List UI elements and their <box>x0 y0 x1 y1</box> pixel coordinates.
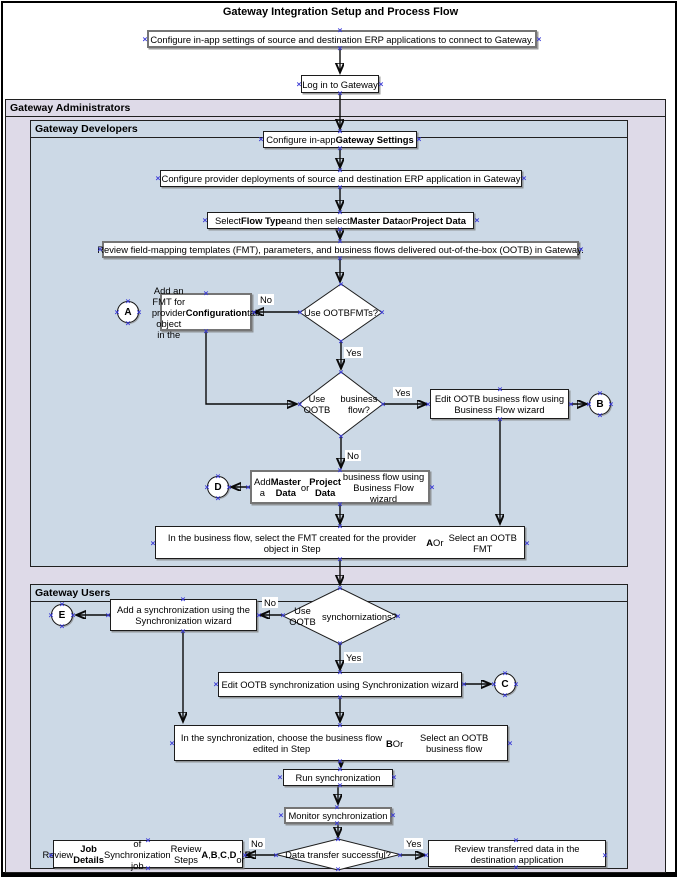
process-add-synchronization: Add a synchronization using the Synchron… <box>110 599 257 631</box>
branch-label-yes: Yes <box>404 838 424 849</box>
process-monitor-synchronization: Monitor synchronization <box>284 807 392 824</box>
branch-label-yes: Yes <box>393 387 413 398</box>
diamond-shape <box>283 588 397 644</box>
process-configure-erp-app-settings: Configure in-app settings of source and … <box>147 30 537 48</box>
diamond-shape <box>300 284 382 341</box>
process-edit-ootb-business-flow: Edit OOTB business flow using Business F… <box>430 389 569 419</box>
branch-label-yes: Yes <box>344 652 364 663</box>
connector <box>205 331 296 404</box>
page-title: Gateway Integration Setup and Process Fl… <box>222 6 459 18</box>
branch-label-no: No <box>262 597 278 608</box>
offpage-connector-a: A <box>117 301 139 323</box>
diamond-shape <box>276 839 400 870</box>
container-label-users: Gateway Users <box>35 587 111 599</box>
branch-label-no: No <box>249 838 265 849</box>
decision-data-transfer-successful: Data transfer successful? <box>276 839 400 870</box>
process-select-fmt-in-business-flow: In the business flow, select the FMT cre… <box>155 526 525 559</box>
process-configure-provider-deployments: Configure provider deployments of source… <box>160 170 522 187</box>
branch-label-no: No <box>345 450 361 461</box>
offpage-connector-c: C <box>494 673 516 695</box>
process-review-fmt-parameters: Review field-mapping templates (FMT), pa… <box>97 241 584 258</box>
container-header: Gateway Administrators <box>6 100 665 117</box>
branch-label-no: No <box>258 294 274 305</box>
offpage-connector-d: D <box>207 476 229 498</box>
container-label-administrators: Gateway Administrators <box>10 102 131 114</box>
offpage-connector-b: B <box>589 393 611 415</box>
process-log-in-to-gateway: Log in to Gateway <box>301 75 379 93</box>
container-label-developers: Gateway Developers <box>35 123 138 135</box>
branch-label-yes: Yes <box>344 347 364 358</box>
process-review-job-details: Review Job Details of Synchronization jo… <box>42 837 254 871</box>
process-edit-ootb-synchronization: Edit OOTB synchronization using Synchron… <box>218 672 462 697</box>
process-select-flow-type: Select Flow Type and then select Master … <box>207 212 474 229</box>
process-add-fmt-configuration-tab: Add an FMT for provider object in the Co… <box>151 284 261 340</box>
process-review-transferred-data: Review transferred data in the destinati… <box>428 840 606 867</box>
process-run-synchronization: Run synchronization <box>283 769 393 786</box>
process-configure-gateway-settings: Configure in-app Gateway Settings <box>263 131 417 148</box>
diamond-shape <box>299 372 383 436</box>
offpage-connector-e: E <box>51 604 73 626</box>
process-choose-business-flow: In the synchronization, choose the busin… <box>174 725 508 761</box>
